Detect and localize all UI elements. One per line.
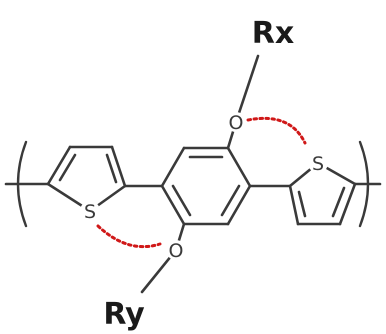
bond-oxygen-rx [234,54,260,124]
sulfur-atom-left: S [84,201,96,223]
substituent-label-rx: Rx [252,16,294,51]
left-thiophene-ring [46,145,127,213]
substituent-label-ry: Ry [103,297,145,332]
oxygen-atom-top: O [229,112,244,134]
central-benzene-ring [160,146,252,226]
oxygen-atom-bottom: O [169,240,184,262]
interaction-s-o-top [246,116,307,145]
sulfur-atom-right: S [312,153,324,175]
interaction-s-o-bottom [96,224,162,249]
